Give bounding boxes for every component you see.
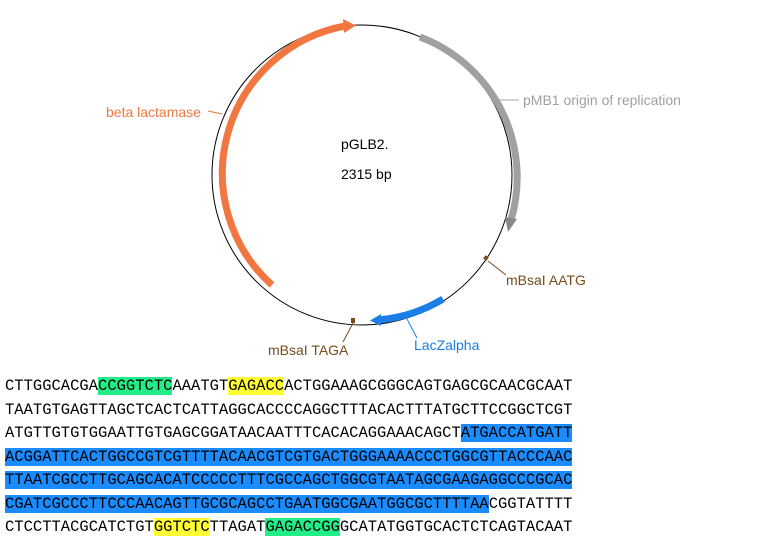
sequence-line: TTAATCGCCTTGCAGCACATCCCCCTTTCGCCAGCTGGCG… — [5, 469, 775, 493]
sequence-line: CTCCTTACGCATCTGTGGTCTCTTAGATGAGACCGGGCAT… — [5, 516, 775, 540]
bsai-aatg-label: mBsaI AATG — [506, 272, 586, 288]
sequence-segment: ACTGGAAAGCGGGCAGTGAGCGCAACGCAAT — [284, 377, 573, 395]
highlight-green: CCGGTCTC — [98, 377, 173, 395]
sequence-segment: CTTGGCACGA — [5, 377, 99, 395]
sequence-segment: AAATGT — [172, 377, 229, 395]
sequence-line: ATGTTGTGTGGAATTGTGAGCGGATAACAATTTCACACAG… — [5, 422, 775, 446]
highlight-blue: TTAATCGCCTTGCAGCACATCCCCCTTTCGCCAGCTGGCG… — [5, 471, 573, 489]
sequence-line: CGATCGCCCTTCCCAACAGTTGCGCAGCCTGAATGGCGAA… — [5, 493, 775, 517]
bsai-taga-leader — [342, 322, 354, 343]
sequence-segment: GCATATGGTGCACTCTCAGTACAAT — [339, 518, 573, 536]
highlight-blue: ACGGATTCACTGGCCGTCGTTTTACAACGTCGTGACTGGG… — [5, 447, 573, 466]
sequence-segment: TAATGTGAGTTAGCTCACTCATTAGGCACCCCAGGCTTTA… — [5, 400, 573, 419]
sequence-segment: CGGTATTTT — [488, 494, 573, 513]
ori-arrowhead — [505, 217, 517, 232]
lacz-label: LacZalpha — [414, 337, 480, 353]
beta-lactamase-leader — [207, 110, 223, 115]
bsai-aatg-marker — [483, 255, 489, 261]
lacz-arc — [377, 295, 445, 324]
highlight-blue: CGATCGCCCTTCCCAACAGTTGCGCAGCCTGAATGGCGAA… — [5, 494, 489, 513]
beta-lactamase-label: beta lactamase — [106, 104, 201, 120]
bsai-taga-label: mBsaI TAGA — [268, 342, 349, 358]
ori-arc — [418, 33, 521, 221]
ori-label: pMB1 origin of replication — [523, 92, 681, 108]
highlight-green: GAGACCGG — [265, 518, 340, 536]
plasmid-backbone — [211, 24, 513, 326]
sequence-line: TAATGTGAGTTAGCTCACTCATTAGGCACCCCAGGCTTTA… — [5, 399, 775, 423]
sequence-segment: CTCCTTACGCATCTGT — [5, 518, 154, 536]
highlight-yellow: GGTCTC — [153, 518, 210, 536]
beta-lactamase-arc — [218, 22, 346, 288]
sequence-segment: TTAGAT — [209, 518, 266, 536]
lacz-arrowhead — [370, 314, 381, 326]
lacz-leader — [406, 318, 418, 339]
bsai-aatg-leader — [487, 260, 507, 276]
sequence-line: ACGGATTCACTGGCCGTCGTTTTACAACGTCGTGACTGGG… — [5, 446, 775, 470]
beta-lactamase-arrowhead — [343, 19, 356, 33]
bsai-taga-marker — [351, 318, 355, 323]
highlight-blue: ATGACCATGATT — [460, 424, 573, 442]
sequence-line: CTTGGCACGACCGGTCTCAAATGTGAGACCACTGGAAAGC… — [5, 375, 775, 399]
plasmid-map: pGLB2. 2315 bp beta lactamase pMB1 origi… — [106, 19, 681, 358]
highlight-yellow: GAGACC — [228, 377, 285, 395]
plasmid-length: 2315 bp — [341, 166, 392, 182]
sequence-view: CTTGGCACGACCGGTCTCAAATGTGAGACCACTGGAAAGC… — [5, 375, 775, 540]
plasmid-name: pGLB2. — [341, 136, 388, 152]
sequence-segment: ATGTTGTGTGGAATTGTGAGCGGATAACAATTTCACACAG… — [5, 424, 461, 442]
